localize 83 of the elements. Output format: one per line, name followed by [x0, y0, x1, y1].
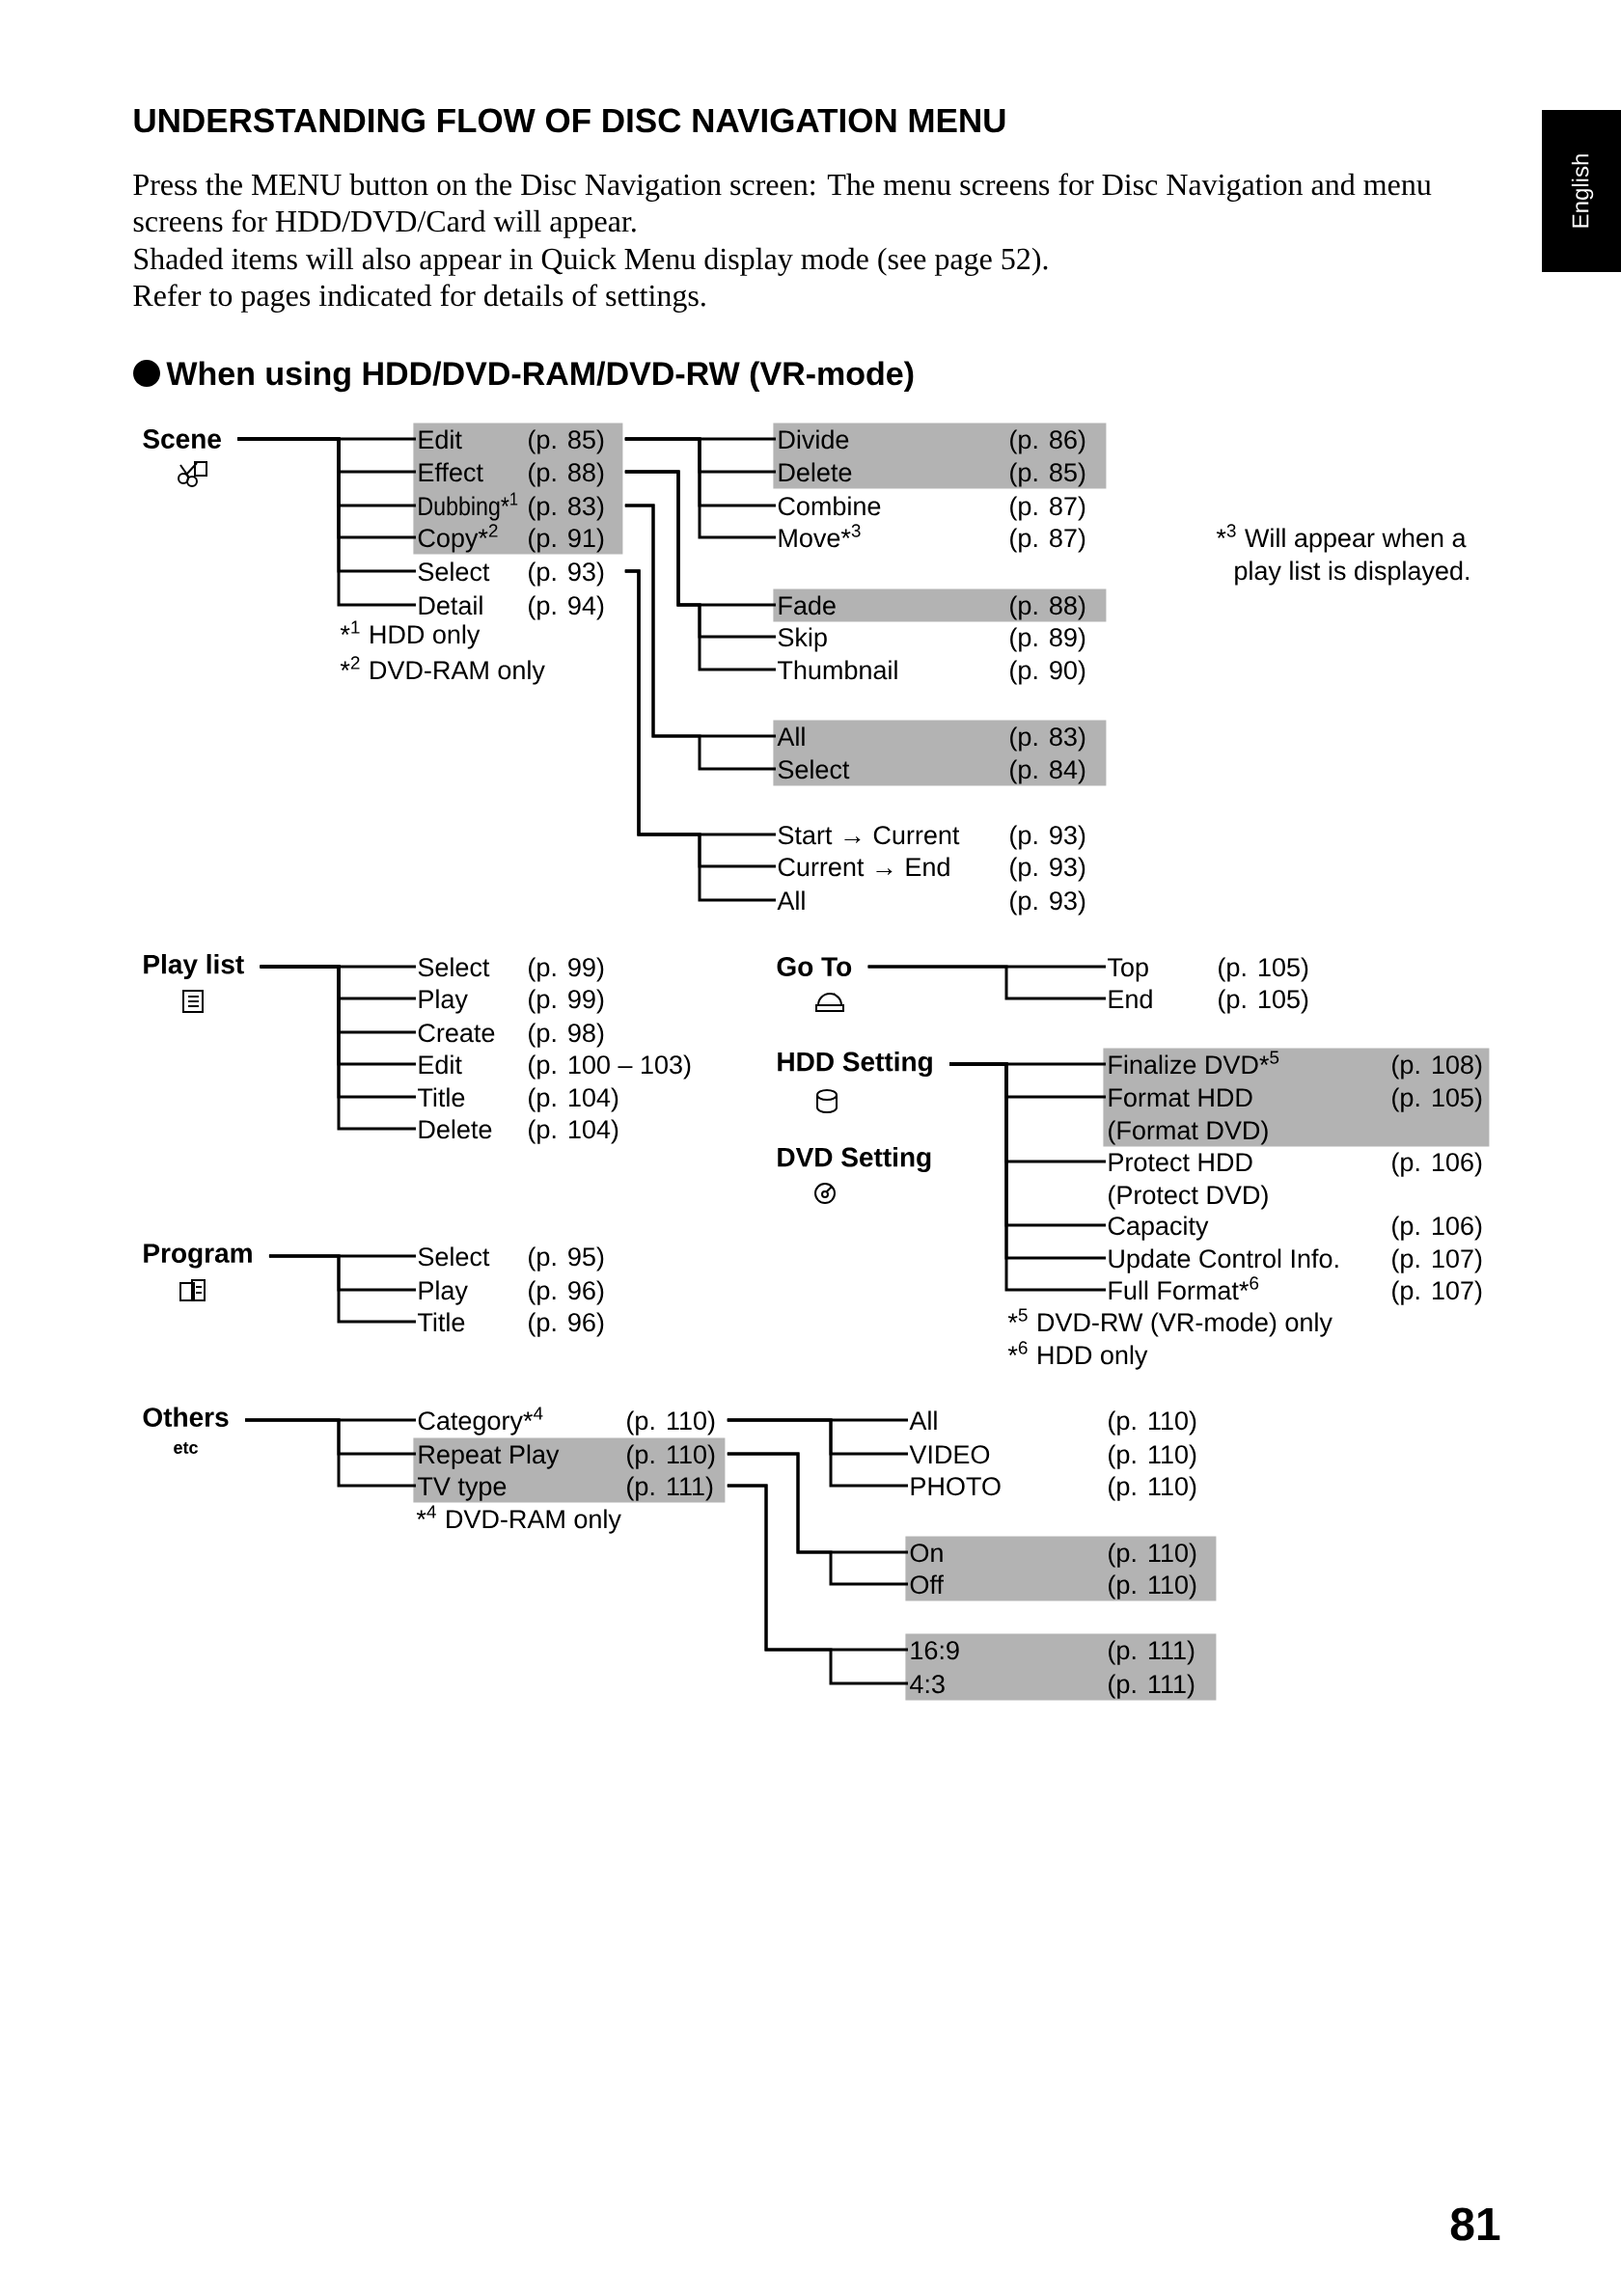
menu-item: Update Control Info. (p. 107)	[1109, 1248, 1482, 1273]
menu-item: Top (p. 105)	[1108, 957, 1308, 982]
page-title: UNDERSTANDING FLOW OF DISC NAVIGATION MENU	[134, 108, 1005, 133]
menu-item: Fade (p. 88)	[779, 595, 1085, 620]
menu-heading: DVD Setting	[778, 1146, 931, 1173]
paragraph: Shaded items will also appear in Quick Menu display mode (see page 52).	[134, 247, 1048, 276]
menu-item: Create (p. 98)	[418, 1023, 604, 1048]
shaded-band	[1103, 1048, 1490, 1147]
menu-item: Delete (p. 104)	[419, 1119, 618, 1144]
menu-item: VIDEO (p. 110)	[909, 1444, 1196, 1469]
menu-heading: Scene	[143, 429, 221, 449]
connector-line	[727, 1452, 908, 1586]
connector-line	[867, 965, 1106, 1000]
menu-item: Thumbnail (p. 90)	[778, 660, 1085, 685]
shaded-band	[773, 423, 1107, 489]
connector-line	[268, 1254, 416, 1324]
connector-line	[727, 1418, 908, 1488]
menu-item: PHOTO (p. 110)	[911, 1476, 1196, 1501]
connector-line	[624, 470, 776, 671]
section-heading: When using HDD/DVD-RAM/DVD-RW (VR-mode)	[166, 361, 914, 393]
menu-item: Select (p. 95)	[418, 1246, 604, 1271]
connector-line	[245, 1418, 416, 1488]
menu-item: Repeat Play (p. 110)	[419, 1444, 715, 1469]
shaded-band	[773, 720, 1107, 786]
footnote: *$^{1}$ HDD only	[340, 620, 481, 649]
menu-heading: Others etc	[143, 1407, 229, 1454]
menu-heading: Program	[144, 1244, 252, 1269]
menu-item: Select (p. 93)	[418, 561, 604, 587]
menu-item: Copy*$^{2}$ (p. 91)	[418, 524, 604, 553]
menu-item: Title (p. 96)	[418, 1312, 604, 1337]
footnote: *$^{2}$ DVD-RAM only	[340, 656, 545, 685]
menu-item: Finalize DVD*$^{5}$ (p. 108)	[1109, 1051, 1482, 1080]
footnote: *$^{5}$ DVD-RW (VR-mode) only	[1007, 1308, 1333, 1337]
paragraph: Refer to pages indicated for details of settings.	[133, 284, 705, 313]
menu-item: Edit (p. 100 – 103)	[419, 1054, 691, 1080]
connector-line	[260, 965, 416, 1131]
menu-item: Skip (p. 89)	[778, 627, 1085, 652]
menu-heading: HDD Setting	[778, 1051, 932, 1078]
menu-item: TV type (p. 111)	[418, 1476, 713, 1501]
shaded-band	[905, 1536, 1217, 1601]
menu-item: Play (p. 96)	[419, 1280, 604, 1305]
footnote: *$^{3}$ Will appear when a play list is displayed.	[1216, 524, 1469, 586]
menu-item: Delete (p. 85)	[779, 462, 1085, 487]
menu-item: All (p. 110)	[909, 1410, 1196, 1435]
shaded-band	[413, 1437, 726, 1503]
menu-item: Current → End (p. 93)	[778, 857, 1085, 882]
menu-item: Off (p. 110)	[910, 1574, 1196, 1599]
menu-item: Move*$^{3}$ (p. 87)	[779, 524, 1085, 553]
menu-item: Detail (p. 94)	[419, 595, 604, 620]
menu-item: 16:9 (p. 111)	[911, 1640, 1195, 1665]
menu-item: Protect HDD (Protect DVD) (p. 106)	[1109, 1152, 1482, 1210]
footnote: *$^{6}$ HDD only	[1007, 1341, 1148, 1370]
menu-item: Select (p. 99)	[418, 957, 604, 982]
menu-item: Category*$^{4}$ (p. 110)	[418, 1407, 715, 1435]
menu-item: Edit (p. 85)	[419, 429, 604, 454]
menu-item: On (p. 110)	[910, 1543, 1196, 1568]
menu-item: 4:3 (p. 111)	[910, 1674, 1195, 1699]
menu-item: Start → Current (p. 93)	[778, 825, 1085, 850]
menu-item: Capacity (p. 106)	[1108, 1216, 1482, 1241]
paragraph: Press the MENU button on the Disc Navigation screen: The menu screens for Disc Navigation and menu screens for HDD/DVD/Card will appear.	[133, 173, 1432, 238]
language-tab: English	[1542, 110, 1621, 272]
connector-line	[727, 1484, 908, 1685]
connector-line	[237, 437, 416, 607]
menu-item: All (p. 83)	[777, 726, 1085, 752]
menu-item: Combine (p. 87)	[778, 496, 1085, 521]
shaded-band	[773, 588, 1107, 622]
menu-item: Effect (p. 88)	[419, 462, 604, 487]
menu-item: Full Format*$^{6}$ (p. 107)	[1109, 1276, 1482, 1305]
page-number: 81	[1450, 2207, 1500, 2241]
menu-item: All (p. 93)	[777, 890, 1085, 916]
menu-item: Divide (p. 86)	[779, 429, 1085, 454]
menu-item: End (p. 105)	[1109, 989, 1308, 1014]
shaded-band	[413, 423, 623, 555]
shaded-band	[905, 1633, 1217, 1701]
menu-item: Format HDD (Format DVD) (p. 105)	[1109, 1087, 1482, 1145]
menu-item: Play (p. 99)	[419, 989, 604, 1014]
connector-line	[624, 437, 776, 539]
menu-item: Select (p. 84)	[778, 759, 1085, 784]
menu-heading: Play list	[144, 953, 244, 980]
menu-item: Title (p. 104)	[418, 1087, 618, 1112]
menu-heading: Go To	[777, 957, 852, 976]
footnote: *$^{4}$ DVD-RAM only	[416, 1505, 621, 1534]
menu-item: Dubbing*$^{1}$ (p. 83)	[419, 492, 604, 521]
